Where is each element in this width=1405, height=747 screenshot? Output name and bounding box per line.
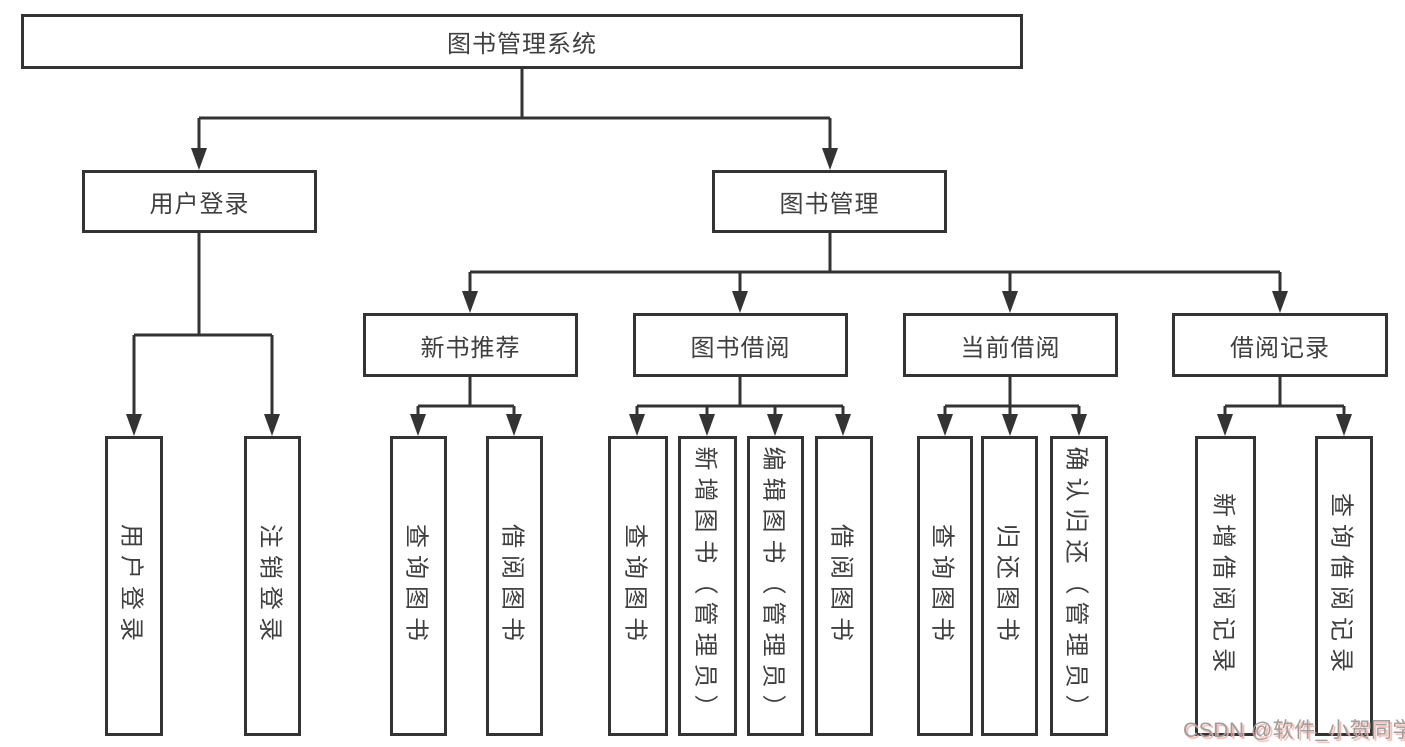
leaf-label: 注销登录	[256, 524, 283, 648]
node-book-management: 图书管理	[712, 170, 947, 233]
leaf-label: 归还图书	[993, 524, 1020, 648]
csdn-watermark: CSDN @软件_小贺同学	[1183, 719, 1405, 742]
node-borrowing-records: 借阅记录	[1172, 313, 1388, 377]
node-new-book-recommendation: 新书推荐	[363, 313, 578, 377]
leaf-label: 用户登录	[117, 524, 145, 648]
leaf-borrow-books-recommend: 借阅图书	[486, 436, 543, 736]
leaf-label: 查询借阅记录	[1327, 493, 1355, 679]
leaf-return-books: 归还图书	[981, 436, 1038, 736]
leaf-label: 借阅图书	[498, 524, 525, 648]
node-current-borrowing: 当前借阅	[903, 313, 1118, 377]
leaf-borrow-books-borrowing: 借阅图书	[815, 436, 873, 736]
node-book-borrowing: 图书借阅	[633, 313, 848, 377]
node-library-system: 图书管理系统	[21, 14, 1023, 69]
leaf-logout: 注销登录	[244, 436, 301, 736]
leaf-label: 查询图书	[928, 524, 956, 648]
leaf-query-borrow-record: 查询借阅记录	[1315, 436, 1373, 736]
leaf-label: 查询图书	[402, 524, 429, 648]
leaf-user-login: 用户登录	[105, 436, 163, 736]
leaf-label: 新增图书（管理员）	[691, 446, 718, 726]
node-user-login: 用户登录	[82, 170, 317, 233]
leaf-label: 借阅图书	[827, 524, 855, 648]
leaf-query-books-current: 查询图书	[917, 436, 973, 736]
leaf-add-borrow-record: 新增借阅记录	[1195, 436, 1256, 736]
leaf-edit-book-admin: 编辑图书（管理员）	[747, 436, 804, 736]
leaf-query-books-recommend: 查询图书	[390, 436, 447, 736]
leaf-label: 编辑图书（管理员）	[759, 446, 786, 726]
leaf-label: 查询图书	[621, 524, 649, 648]
leaf-label: 确认归还（管理员）	[1062, 446, 1090, 726]
leaf-confirm-return-admin: 确认归还（管理员）	[1050, 436, 1108, 736]
leaf-add-book-admin: 新增图书（管理员）	[678, 436, 737, 736]
leaf-label: 新增借阅记录	[1209, 493, 1236, 679]
leaf-query-books-borrowing: 查询图书	[608, 436, 668, 736]
